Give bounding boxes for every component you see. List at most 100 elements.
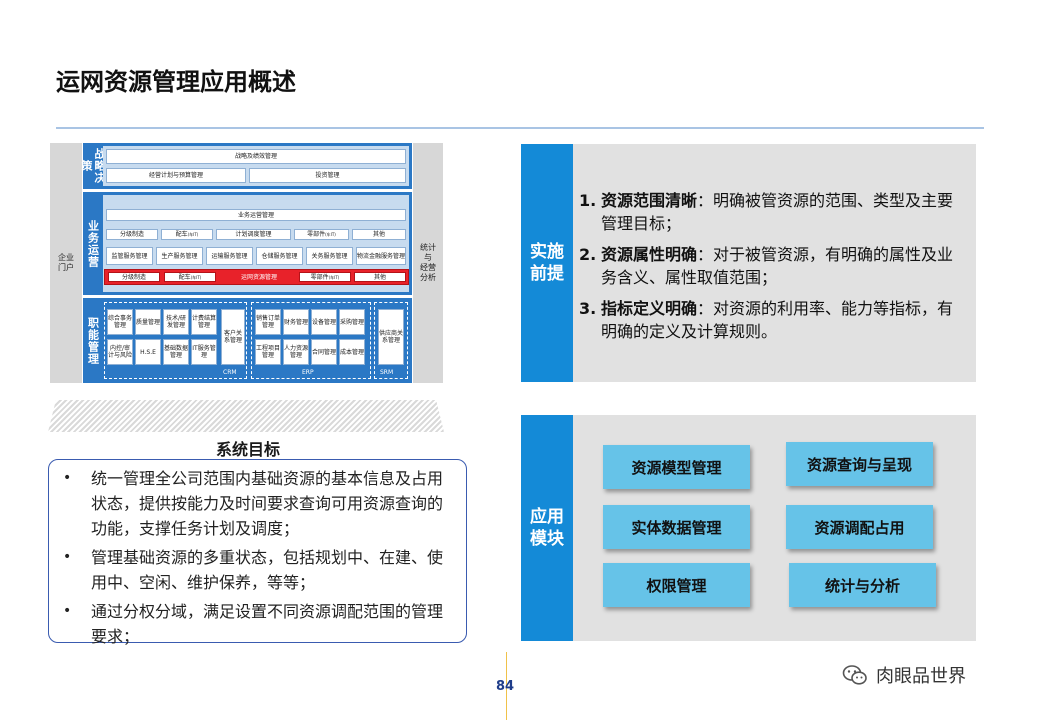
resource-management-highlight: 运网资源管理 xyxy=(240,273,277,281)
erp-tag: ERP xyxy=(302,369,314,376)
operations-layer-label: 业务运营 xyxy=(86,219,100,268)
row1-box: 配车(车IT) xyxy=(161,229,213,240)
watermark-text: 肉眼品世界 xyxy=(876,666,966,687)
modules-tag-text: 应用 模块 xyxy=(530,507,564,549)
functions-layer-label: 职能管理 xyxy=(86,316,100,365)
goal-item: • 统一管理全公司范围内基础资源的基本信息及占用状态，提供按能力及时间要求查询可… xyxy=(63,466,454,541)
prerequisite-text: 指标定义明确：对资源的利用率、能力等指标，有明确的定义及计算规则。 xyxy=(601,297,963,343)
prerequisite-head: 指标定义明确 xyxy=(601,299,698,318)
goals-title: 系统目标 xyxy=(215,440,280,459)
prerequisite-number: 2. xyxy=(579,245,597,264)
highlight-box: 零部件(车IT) xyxy=(299,272,351,282)
erp-box: 合同管理 xyxy=(311,339,337,365)
wechat-icon xyxy=(842,665,867,685)
customer-relationship-box: 客户关系管理 xyxy=(221,309,245,365)
crm-box: 计费结算管理 xyxy=(191,309,217,335)
prerequisite-text: 资源范围清晰：明确被管资源的范围、类型及主要管理目标； xyxy=(601,189,963,235)
supplier-relationship-box: 供应商关系管理 xyxy=(378,309,404,365)
row1-box: 其他 xyxy=(352,229,406,240)
title-divider xyxy=(56,127,984,129)
investment-management-box: 投资管理 xyxy=(249,168,406,183)
prerequisite-item: 3. 指标定义明确：对资源的利用率、能力等指标，有明确的定义及计算规则。 xyxy=(579,297,963,343)
service-box: 监管服务管理 xyxy=(106,247,153,265)
operations-layer-body: 业务运营管理 分级制造 配车(车IT) 计划调度管理 零部件(车IT) 其他 监… xyxy=(103,195,409,292)
row1-box: 计划调度管理 xyxy=(216,229,291,240)
prerequisites-list: 1. 资源范围清晰：明确被管资源的范围、类型及主要管理目标； 2. 资源属性明确… xyxy=(579,189,963,351)
architecture-diagram: 企业 门户 统计 与 经营 分析 战略决策 战略及绩效管理 经营计划与预算管理 … xyxy=(50,143,443,383)
crm-box: 技术/研发管理 xyxy=(163,309,189,335)
prerequisite-body: ：对于被管资源，有明确的属性及业务含义、属性取值范围； xyxy=(601,245,954,287)
crm-box: 综合事务管理 xyxy=(107,309,133,335)
prerequisite-item: 2. 资源属性明确：对于被管资源，有明确的属性及业务含义、属性取值范围； xyxy=(579,243,963,289)
row1-box: 分级制造 xyxy=(106,229,158,240)
strategy-layer-body: 战略及绩效管理 经营计划与预算管理 投资管理 xyxy=(103,146,409,186)
operations-layer: 业务运营 业务运营管理 分级制造 配车(车IT) 计划调度管理 零部件(车IT)… xyxy=(83,192,412,295)
page-number: 84 xyxy=(495,679,515,694)
statistics-analysis-column: 统计 与 经营 分析 xyxy=(413,143,443,383)
module-statistics: 统计与分析 xyxy=(789,563,936,607)
goal-text: 统一管理全公司范围内基础资源的基本信息及占用状态，提供按能力及时间要求查询可用资… xyxy=(91,469,444,538)
crm-box: IT服务管理 xyxy=(191,339,217,365)
hatched-platform xyxy=(48,400,444,432)
service-box: 物流金融服务管理 xyxy=(356,247,406,265)
crm-box: H.S.E xyxy=(135,339,161,365)
erp-box: 人力资源管理 xyxy=(283,339,309,365)
prerequisite-item: 1. 资源范围清晰：明确被管资源的范围、类型及主要管理目标； xyxy=(579,189,963,235)
erp-box: 销售订单管理 xyxy=(255,309,281,335)
bullet: • xyxy=(63,470,72,486)
srm-group: 供应商关系管理 SRM xyxy=(374,302,408,379)
operations-top-bar: 业务运营管理 xyxy=(106,209,406,221)
crm-box: 内控/审计与风险 xyxy=(107,339,133,365)
goal-item: • 管理基础资源的多重状态，包括规划中、在建、使用中、空闲、维护保养，等等； xyxy=(63,545,454,595)
bullet: • xyxy=(63,549,72,565)
module-permission: 权限管理 xyxy=(603,563,750,607)
enterprise-portal-label: 企业 门户 xyxy=(58,253,74,272)
budget-management-box: 经营计划与预算管理 xyxy=(106,168,246,183)
strategy-top-bar: 战略及绩效管理 xyxy=(106,149,406,164)
prerequisite-head: 资源属性明确 xyxy=(601,245,698,264)
highlight-box-sup: (车IT) xyxy=(190,274,202,280)
modules-panel: 应用 模块 资源模型管理 资源查询与呈现 实体数据管理 资源调配占用 权限管理 … xyxy=(521,415,976,641)
prerequisites-panel: 实施 前提 1. 资源范围清晰：明确被管资源的范围、类型及主要管理目标； 2. … xyxy=(521,144,976,382)
goal-text: 管理基础资源的多重状态，包括规划中、在建、使用中、空闲、维护保养，等等； xyxy=(91,548,444,592)
erp-box: 设备管理 xyxy=(311,309,337,335)
service-box: 关务服务管理 xyxy=(306,247,353,265)
erp-box: 采购管理 xyxy=(339,309,365,335)
crm-box: 质量管理 xyxy=(135,309,161,335)
strategy-layer: 战略决策 战略及绩效管理 经营计划与预算管理 投资管理 xyxy=(80,143,412,189)
crm-box: 基础数据管理 xyxy=(163,339,189,365)
service-box: 生产服务管理 xyxy=(156,247,203,265)
row1-box-sup: (车IT) xyxy=(325,232,336,237)
footer-divider xyxy=(506,652,507,720)
crm-group: 综合事务管理 质量管理 技术/研发管理 计费结算管理 内控/审计与风险 H.S.… xyxy=(104,302,247,379)
goal-item: • 通过分权分域，满足设置不同资源调配范围的管理要求； xyxy=(63,599,454,649)
row1-box-text: 零部件 xyxy=(307,231,326,238)
functions-layer-body: 综合事务管理 质量管理 技术/研发管理 计费结算管理 内控/审计与风险 H.S.… xyxy=(103,301,409,380)
erp-box: 成本管理 xyxy=(339,339,365,365)
goals-box: • 统一管理全公司范围内基础资源的基本信息及占用状态，提供按能力及时间要求查询可… xyxy=(48,459,467,646)
highlight-box: 配车(车IT) xyxy=(164,272,216,282)
erp-box: 工程项目管理 xyxy=(255,339,281,365)
highlight-box-text: 零部件 xyxy=(310,273,329,281)
prerequisite-number: 1. xyxy=(579,191,597,210)
enterprise-portal-column: 企业 门户 xyxy=(50,143,82,383)
watermark: 肉眼品世界 xyxy=(842,662,966,688)
prerequisite-text: 资源属性明确：对于被管资源，有明确的属性及业务含义、属性取值范围； xyxy=(601,243,963,289)
crm-tag: CRM xyxy=(223,369,237,376)
module-resource-model: 资源模型管理 xyxy=(603,445,750,489)
statistics-analysis-label: 统计 与 经营 分析 xyxy=(420,243,436,282)
service-box: 运输服务管理 xyxy=(206,247,253,265)
prerequisites-tag-text: 实施 前提 xyxy=(530,242,564,284)
highlight-box-sup: (车IT) xyxy=(328,274,340,280)
service-box: 仓储服务管理 xyxy=(256,247,303,265)
modules-tag: 应用 模块 xyxy=(521,415,573,641)
goal-text: 通过分权分域，满足设置不同资源调配范围的管理要求； xyxy=(91,602,444,646)
functions-layer: 职能管理 综合事务管理 质量管理 技术/研发管理 计费结算管理 内控/审计与风险… xyxy=(83,298,412,383)
prerequisite-head: 资源范围清晰 xyxy=(601,191,698,210)
row1-box: 零部件(车IT) xyxy=(294,229,349,240)
module-entity-data: 实体数据管理 xyxy=(603,505,750,549)
prerequisite-number: 3. xyxy=(579,299,597,318)
module-resource-allocation: 资源调配占用 xyxy=(786,505,933,549)
page-title: 运网资源管理应用概述 xyxy=(56,68,296,96)
erp-box: 财务管理 xyxy=(283,309,309,335)
